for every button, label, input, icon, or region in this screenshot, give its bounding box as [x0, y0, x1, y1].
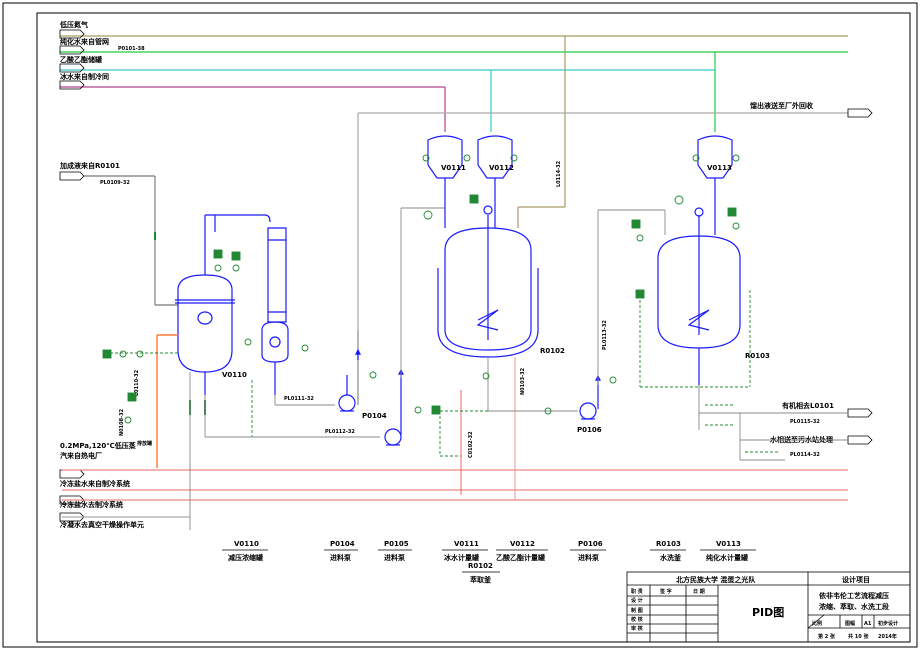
stream-low-pressure-n2: 低压氮气: [59, 20, 88, 29]
legend-desc-5: 进料泵: [578, 553, 599, 562]
tb-stage: 初步设计: [878, 620, 898, 627]
r0102-outlets: [439, 357, 578, 500]
stream-distillate-out: 馏出液送至厂外回收: [749, 101, 814, 110]
label-v0111: V0111: [441, 164, 466, 172]
stream-vac-condensate: 冷凝水去真空干燥操作单元: [60, 520, 144, 529]
legend-tag-1: P0104: [330, 540, 355, 548]
r0103-outlets: [639, 290, 848, 461]
tag-pl0113: PL0113-32: [602, 320, 608, 350]
legend-tag-7: V0113: [716, 540, 741, 548]
stream-wastewater-out: 水相送至污水站处理: [770, 435, 833, 444]
tag-l0114: L0114-32: [556, 160, 562, 187]
label-v0112: V0112: [489, 164, 514, 172]
legend-desc-2: 进料泵: [384, 553, 405, 562]
legend-tag-3: V0111: [454, 540, 479, 548]
legend-desc-3: 冰水计量罐: [444, 553, 479, 562]
stream-steam-2: 汽来自热电厂: [60, 451, 102, 460]
tag-steam-cond: L0110-32: [134, 369, 140, 396]
legend-desc-7: 纯化水计量罐: [706, 553, 748, 562]
legend-tag-4: V0112: [510, 540, 535, 548]
stream-flags: [59, 29, 873, 522]
v0111-tank: [427, 135, 463, 228]
legend-sub-tag: R0102: [468, 562, 493, 570]
label-v0113: V0113: [707, 164, 732, 172]
label-r0103: R0103: [745, 352, 770, 360]
title-block: [626, 571, 911, 643]
tag-c0102: C0102-32: [468, 431, 474, 458]
p0106-discharge: [597, 209, 666, 385]
r0103-reactor: [657, 207, 741, 385]
tb-drawing-no: 图幅: [845, 620, 855, 627]
utility-lines: [60, 35, 848, 330]
pump-p0106: [579, 385, 599, 420]
legend-desc-1: 进料泵: [330, 553, 351, 562]
tb-row-4: 审 核: [631, 625, 643, 632]
tb-sheet-total: 共 10 张: [848, 633, 869, 640]
label-v0110: V0110: [222, 371, 247, 379]
tb-row-3: 校 核: [631, 616, 643, 623]
legend-tag-2: P0105: [384, 540, 409, 548]
legend-tag-6: R0103: [656, 540, 681, 548]
pump-p0105: [384, 378, 402, 446]
stream-steam-1: 0.2MPa,120℃低压蒸: [60, 441, 136, 450]
tag-pl0114: PL0114-32: [790, 452, 820, 458]
stream-pure-water-in: 纯化水来自管网: [60, 37, 109, 46]
legend-desc-6: 水洗釜: [660, 553, 682, 562]
tb-row-2: 制 图: [631, 607, 643, 614]
tb-size: A1: [864, 621, 872, 627]
tb-drawing-name: PID图: [752, 606, 784, 619]
legend: [222, 549, 756, 573]
stream-organic-out: 有机相去L0101: [782, 401, 834, 410]
tb-year: 2014年: [878, 633, 897, 640]
tb-project-line2: 浓缩、萃取、水洗工段: [819, 602, 889, 611]
instruments-green: [369, 154, 778, 453]
v0110-concentrator: [175, 214, 289, 395]
tag-n0103: N0103-32: [520, 367, 526, 395]
steam-line: [156, 334, 178, 468]
legend-sub-desc: 萃取釜: [470, 575, 492, 584]
legend-tag-0: V0110: [234, 540, 259, 548]
stream-brine-out: 冷冻盐水去制冷系统: [60, 500, 123, 509]
label-p0106: P0106: [577, 426, 602, 434]
stream-ethyl-acetate: 乙酸乙酯储罐: [60, 55, 102, 64]
tag-pl0111: PL0111-32: [284, 396, 314, 402]
label-p0104: P0104: [362, 412, 387, 420]
tag-pl0112: PL0112-32: [325, 429, 355, 435]
tag-steam-v: N0108-32: [119, 408, 125, 436]
v0112-tank: [477, 135, 513, 228]
tag-pl0115: PL0115-32: [790, 419, 820, 425]
tag-feed: PL0109-32: [100, 180, 130, 186]
stream-brine-in: 冷冻盐水来自制冷系统: [60, 479, 130, 488]
stream-feed-in: 加成液来自R0101: [59, 161, 120, 170]
tb-row-1: 设 计: [631, 597, 643, 604]
legend-desc-4: 乙酸乙酯计量罐: [496, 553, 545, 562]
tb-col-sign: 签 字: [659, 588, 672, 595]
tb-row-0: 职 责: [631, 588, 643, 595]
brine-lines: [62, 469, 848, 518]
legend-tag-5: P0106: [578, 540, 603, 548]
v0110-outlet: [189, 372, 380, 530]
feed-line: [84, 175, 178, 306]
tag-pure-water: P0101-38: [118, 46, 145, 52]
legend-desc-0: 减压浓缩罐: [228, 553, 263, 562]
tb-project-line1: 依非韦伦工艺流程减压: [819, 591, 889, 600]
pump-p0104: [338, 330, 359, 412]
tb-org: 北方民族大学 混蛋之光队: [676, 575, 756, 584]
tb-scale-label: 比例: [812, 620, 822, 627]
tb-sheet-no: 第 2 张: [818, 633, 836, 640]
r0102-reactor: [437, 205, 539, 358]
tag-drain: 排放罐: [137, 440, 152, 447]
tb-col-date: 日 期: [693, 588, 705, 595]
tb-project-header: 设计项目: [842, 575, 870, 584]
inner-frame: [36, 12, 911, 643]
v0113-tank: [697, 135, 733, 235]
stream-chilled-water: 冰水来自制冷同: [60, 72, 109, 81]
label-r0102: R0102: [540, 347, 565, 355]
